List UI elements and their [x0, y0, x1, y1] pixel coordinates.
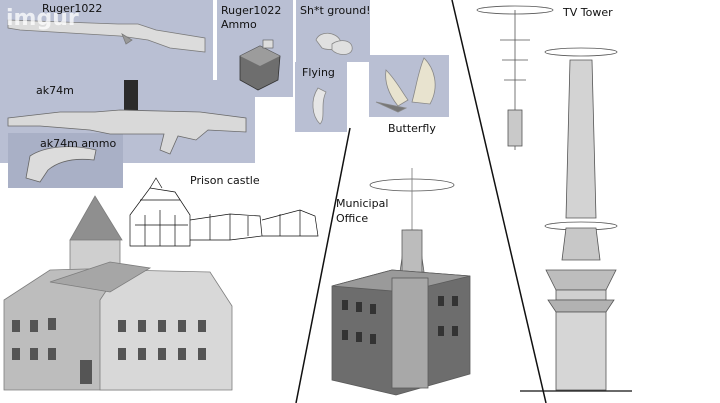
prison-castle-model	[3, 195, 233, 391]
prison-castle-wireframe	[129, 177, 319, 247]
flying-model	[312, 87, 327, 125]
ak74m-ammo-model	[25, 146, 97, 183]
divider-line-left	[295, 127, 351, 403]
tv-tower-model	[520, 47, 632, 392]
label-ruger: Ruger1022	[42, 2, 103, 15]
label-ak74m-ammo: ak74m ammo	[40, 137, 117, 150]
label-butterfly: Butterfly	[388, 122, 436, 135]
label-prison-castle: Prison castle	[190, 174, 260, 187]
sh-ground-model	[315, 32, 353, 55]
ak74m-model	[7, 80, 247, 155]
tv-tower-antenna-model	[476, 5, 554, 150]
ruger-model	[7, 19, 206, 53]
label-flying: Flying	[302, 66, 335, 79]
butterfly-model	[375, 57, 436, 113]
label-municipal-office: Municipal Office	[336, 197, 389, 225]
divider-line-right	[451, 0, 547, 403]
label-ruger-ammo: Ruger1022 Ammo	[221, 4, 282, 31]
label-tv-tower: TV Tower	[563, 6, 613, 19]
imgur-watermark-bottom: imgur	[681, 388, 714, 401]
sh-ground-panel	[296, 0, 370, 62]
butterfly-panel	[369, 55, 449, 117]
ruger-ammo-model	[239, 39, 281, 91]
imgur-watermark: imgur	[6, 6, 79, 31]
label-ak74m: ak74m	[36, 84, 74, 97]
municipal-office-model	[331, 168, 471, 396]
label-sh-ground: Sh*t ground!	[300, 4, 371, 17]
